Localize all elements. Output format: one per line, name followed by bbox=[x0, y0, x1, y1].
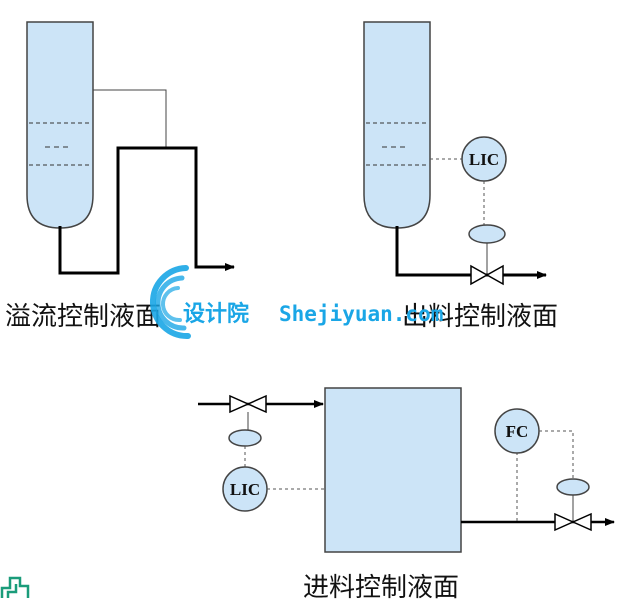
overflow-column-vessel bbox=[26, 21, 94, 229]
outlet-control-valve-icon bbox=[554, 512, 592, 532]
vent-balance-line bbox=[93, 89, 167, 148]
outlet-valve-actuator-icon bbox=[556, 478, 590, 496]
outlet-level-diagram: LIC 出料控制液面 bbox=[363, 21, 558, 332]
swirl-logo-icon bbox=[150, 265, 191, 340]
tank-vessel bbox=[324, 387, 462, 553]
watermark: 设计院 Shejiyuan.com bbox=[150, 265, 443, 340]
fc-instrument-label: FC bbox=[506, 422, 529, 441]
inlet-level-diagram: LIC FC 进料控制液面 bbox=[198, 387, 615, 602]
inlet-valve-actuator-icon bbox=[228, 429, 262, 447]
overflow-outlet-pipe bbox=[58, 146, 235, 275]
outlet-column-vessel bbox=[363, 21, 431, 229]
watermark-en-text: Shejiyuan.com bbox=[279, 302, 443, 326]
inlet-caption: 进料控制液面 bbox=[303, 573, 459, 602]
lic-instrument-label: LIC bbox=[230, 480, 260, 499]
lic-instrument-label: LIC bbox=[469, 150, 499, 169]
flow-control-signal-line bbox=[539, 430, 574, 479]
stepped-logo-fragment-icon bbox=[0, 576, 30, 598]
overflow-level-diagram: 溢流控制液面 bbox=[5, 21, 235, 332]
valve-actuator-icon bbox=[468, 224, 506, 244]
overflow-caption: 溢流控制液面 bbox=[5, 302, 161, 332]
control-valve-icon bbox=[470, 264, 504, 286]
watermark-cn-text: 设计院 bbox=[183, 301, 249, 327]
outlet-caption: 出料控制液面 bbox=[402, 302, 558, 332]
inlet-control-valve-icon bbox=[229, 394, 267, 414]
